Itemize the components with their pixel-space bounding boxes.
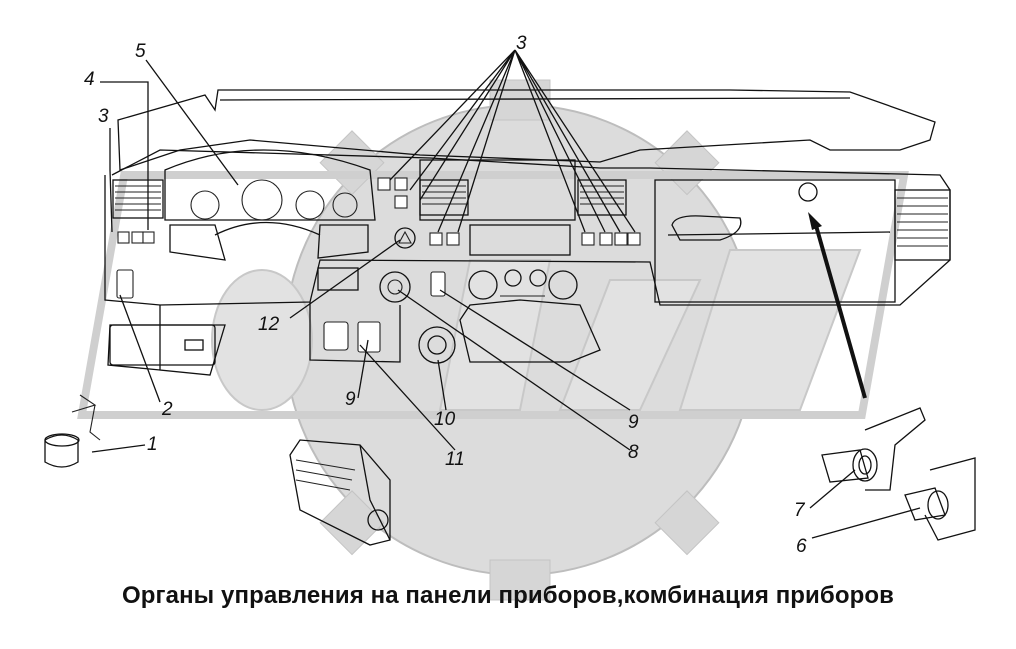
- callout-7: 7: [794, 500, 806, 521]
- callout-11: 11: [445, 449, 465, 470]
- arrow-to-part-7: [808, 212, 867, 399]
- callout-4: 4: [84, 69, 95, 90]
- dashboard-panel: [104, 89, 951, 376]
- part-7-socket: [821, 407, 926, 491]
- callout-9-panel: 9: [628, 412, 639, 433]
- callout-3-top: 3: [516, 33, 527, 54]
- callout-6: 6: [796, 536, 807, 557]
- part-6-socket: [904, 457, 976, 541]
- callout-3-left: 3: [98, 106, 109, 127]
- callout-5: 5: [135, 41, 146, 62]
- center-right-air-vent: [577, 179, 627, 216]
- callout-10: 10: [434, 409, 456, 430]
- callout-2: 2: [161, 399, 173, 420]
- callout-1: 1: [147, 434, 158, 455]
- part-9-switch-module: [289, 439, 391, 546]
- callout-8: 8: [628, 442, 639, 463]
- part-1-button: [44, 394, 101, 468]
- glovebox: [654, 179, 896, 303]
- figure-caption: Органы управления на панели приборов,ком…: [122, 582, 894, 609]
- callout-12: 12: [258, 314, 280, 335]
- left-air-vent: [112, 179, 164, 219]
- leader-lines: [91, 49, 921, 539]
- callout-9-part: 9: [345, 389, 356, 410]
